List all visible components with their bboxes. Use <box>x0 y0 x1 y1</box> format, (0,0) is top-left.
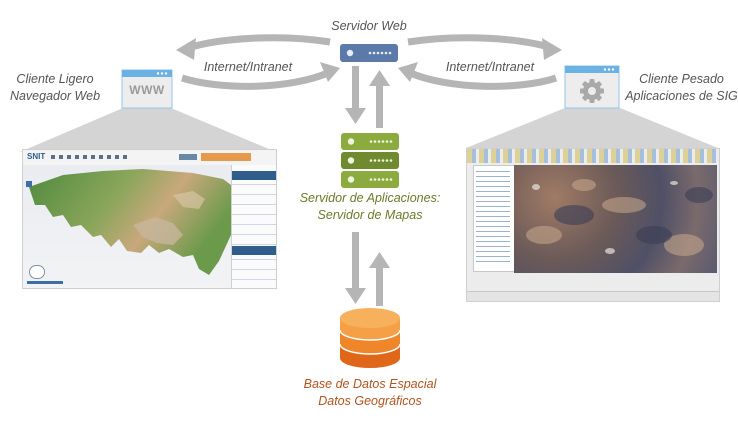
application-server-label: Servidor de Aplicaciones: Servidor de Ma… <box>290 190 450 224</box>
arrow-head-right-top <box>542 38 562 60</box>
layers-list <box>232 180 276 246</box>
web-browser-icon <box>121 69 173 109</box>
satellite-imagery <box>526 179 713 256</box>
arrow-head-left-bottom <box>320 62 340 82</box>
application-server-label-line2: Servidor de Mapas <box>317 208 423 222</box>
gis-raster-view <box>514 165 717 273</box>
database-icon <box>339 308 401 368</box>
application-server-label-line1: Servidor de Aplicaciones: <box>299 191 441 205</box>
gis-layers-tree <box>473 165 515 272</box>
right-projection-cone <box>466 108 718 148</box>
map-canvas <box>23 165 231 288</box>
costa-rica-map <box>29 169 231 275</box>
heavy-client-label: Cliente Pesado Aplicaciones de SIG <box>625 71 738 105</box>
database-label: Base de Datos Espacial Datos Geográficos <box>290 376 450 410</box>
layers-panel <box>231 165 276 288</box>
gis-status-bar <box>467 291 719 301</box>
heavy-client-label-line2: Aplicaciones de SIG <box>625 89 738 103</box>
snit-logo: SNIT <box>27 152 46 161</box>
web-map-viewer-screenshot: SNIT <box>22 149 277 289</box>
heavy-client-label-line1: Cliente Pesado <box>639 72 724 86</box>
arrow-head-right-bottom <box>398 62 418 82</box>
map-scale-bar <box>27 281 63 284</box>
www-label: WWW <box>129 83 165 97</box>
web-server-label: Servidor Web <box>331 19 407 33</box>
layers-panel-header <box>232 171 276 180</box>
left-projection-cone <box>20 108 276 152</box>
toolbar-icons <box>51 155 131 159</box>
arrow-head-left-top <box>176 38 196 60</box>
web-server-icon <box>340 44 398 62</box>
map-control-button <box>26 181 32 187</box>
arrow-up-to-web-server <box>369 70 390 86</box>
desktop-gis-screenshot <box>466 148 720 302</box>
application-server-icon <box>341 133 399 188</box>
toolbar-action-button <box>179 154 197 160</box>
database-label-line2: Datos Geográficos <box>318 394 422 408</box>
internet-intranet-label-left: Internet/Intranet <box>203 60 293 74</box>
gear-icon <box>580 79 604 103</box>
viewer-toolbar: SNIT <box>23 150 276 166</box>
layers-panel-footer <box>232 246 276 255</box>
arrow-web-server-to-heavy-client <box>406 34 558 90</box>
arrow-down-to-app-server <box>345 108 366 124</box>
database-label-line1: Base de Datos Espacial <box>303 377 437 391</box>
arrow-web-server-to-light-client <box>180 34 332 90</box>
gis-menu-toolbar <box>467 149 719 163</box>
light-client-label: Cliente Ligero Navegador Web <box>0 71 110 105</box>
arrow-up-to-app-server <box>369 252 390 268</box>
layers-list-secondary <box>232 255 276 285</box>
internet-intranet-label-right: Internet/Intranet <box>445 60 535 74</box>
map-nav-widget <box>29 265 45 279</box>
arrow-down-to-database <box>345 288 366 304</box>
gis-layers-tree-lines <box>476 168 510 266</box>
toolbar-orange-tab <box>201 153 251 161</box>
light-client-label-line2: Navegador Web <box>9 89 101 103</box>
light-client-label-line1: Cliente Ligero <box>16 72 94 86</box>
